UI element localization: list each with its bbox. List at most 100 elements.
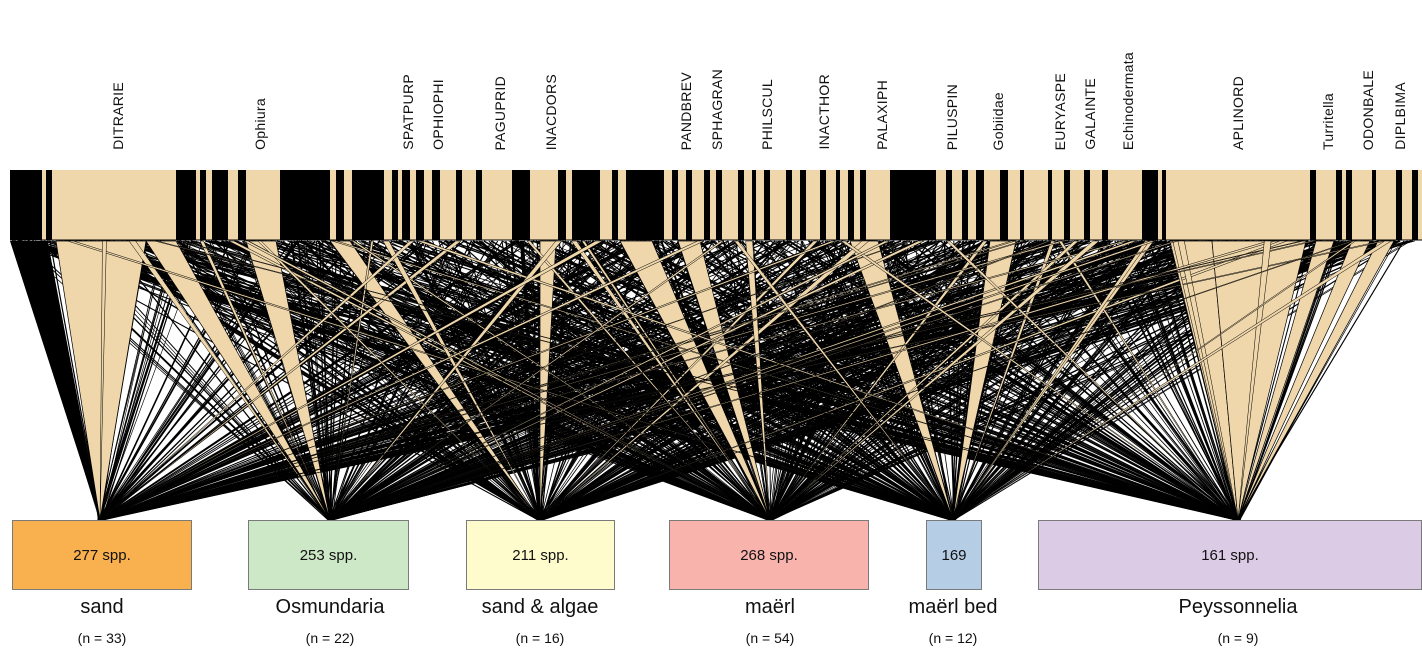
interaction-link — [619, 240, 1239, 521]
interaction-sliver — [769, 240, 1100, 521]
interaction-sliver — [99, 240, 1304, 521]
species-label-ophiura: Ophiura — [252, 98, 268, 150]
interaction-sliver — [199, 240, 331, 521]
interaction-sliver — [99, 240, 705, 521]
interaction-link — [986, 240, 1237, 521]
interaction-sliver — [539, 240, 819, 521]
interaction-link — [99, 240, 716, 521]
species-bar-segment — [476, 170, 482, 240]
habitat-n-sand: (n = 33) — [77, 630, 127, 646]
interaction-link — [520, 240, 540, 521]
interaction-sliver — [329, 240, 1051, 521]
interaction-link — [528, 240, 542, 521]
interaction-link — [723, 240, 770, 521]
interaction-sliver — [329, 240, 1138, 521]
species-label-euryaspe: EURYASPE — [1052, 72, 1068, 150]
interaction-sliver — [99, 240, 107, 521]
interaction-link — [818, 240, 953, 521]
habitat-name-sand: sand — [80, 596, 124, 618]
interaction-link — [328, 240, 854, 521]
interaction-sliver — [99, 240, 1129, 521]
interaction-sliver — [769, 240, 988, 521]
interaction-sliver — [329, 240, 563, 521]
species-label-paguprid: PAGUPRID — [492, 75, 508, 151]
species-bar-segment — [392, 170, 398, 240]
interaction-sliver — [99, 240, 415, 521]
interaction-link — [45, 240, 101, 521]
interaction-link — [952, 240, 990, 521]
species-bar-segment — [820, 170, 826, 240]
interaction-link — [101, 240, 1329, 521]
species-bar-segment — [786, 170, 792, 240]
interaction-link — [251, 240, 1240, 521]
species-label-aplinord: APLINORD — [1230, 76, 1246, 150]
interaction-sliver — [1058, 240, 1239, 521]
interaction-link — [331, 240, 1109, 521]
species-bar-segment — [848, 170, 854, 240]
interaction-link — [330, 240, 499, 521]
species-bar-segment — [280, 170, 330, 240]
interaction-sliver — [99, 240, 1316, 521]
interaction-link — [100, 240, 840, 521]
interaction-sliver — [350, 240, 771, 521]
species-bar-segment — [976, 170, 984, 240]
interaction-link — [47, 240, 1241, 521]
interaction-link — [1007, 240, 1238, 521]
species-bar-segment — [352, 170, 384, 240]
habitat-name-osmundaria: Osmundaria — [275, 596, 385, 618]
interaction-link — [370, 240, 953, 521]
species-label-palaxiph: PALAXIPH — [874, 80, 890, 150]
species-bar-segment — [946, 170, 952, 240]
interaction-sliver — [945, 240, 1239, 521]
interaction-sliver — [329, 240, 1156, 521]
interaction-link — [916, 240, 1240, 521]
species-bar-segment — [558, 170, 566, 240]
interaction-link — [398, 240, 1238, 521]
species-bar-segment — [336, 170, 344, 240]
interaction-sliver — [952, 240, 1392, 521]
interaction-link — [782, 240, 1238, 521]
interaction-link — [98, 240, 800, 521]
species-label-galainte: GALAINTE — [1082, 78, 1098, 150]
species-bar-segment — [1336, 170, 1342, 240]
interaction-link — [539, 240, 832, 521]
species-bar-segment — [1064, 170, 1070, 240]
interaction-link — [1161, 240, 1239, 521]
species-bar-segment — [46, 170, 52, 240]
species-bar-segment — [1084, 170, 1090, 240]
species-bar-segment — [612, 170, 618, 240]
interaction-link — [541, 240, 893, 521]
species-label-echinodermata: Echinodermata — [1120, 51, 1136, 150]
habitat-n-maerl: (n = 54) — [745, 630, 795, 646]
habitat-box-sand: 277 spp. — [12, 520, 192, 590]
interaction-link — [1237, 240, 1397, 521]
interaction-link — [1114, 240, 1238, 521]
interaction-sliver — [526, 240, 771, 521]
interaction-link — [101, 240, 895, 521]
species-bar-segment — [1372, 170, 1376, 240]
interaction-link — [768, 240, 1208, 521]
species-label-spatpurp: SPATPURP — [400, 74, 416, 150]
species-label-inacthor: INACTHOR — [816, 74, 832, 150]
species-label-gobiidae: Gobiidae — [990, 91, 1006, 150]
species-label-sphagran: SPHAGRAN — [709, 69, 725, 150]
species-bar-segment — [764, 170, 770, 240]
species-bar-segment — [1048, 170, 1052, 240]
species-bar-segment — [1020, 170, 1024, 240]
interaction-link — [100, 240, 558, 521]
interaction-wedge — [1211, 240, 1307, 521]
interaction-wedge — [1237, 240, 1335, 521]
interaction-link — [677, 240, 769, 521]
interaction-sliver — [128, 240, 331, 521]
interaction-link — [283, 240, 540, 521]
species-bar-segment — [716, 170, 722, 240]
interaction-link — [750, 240, 1239, 521]
interaction-link — [952, 240, 1108, 521]
interaction-sliver — [745, 240, 771, 521]
species-label-inacdors: INACDORS — [543, 73, 559, 150]
interaction-sliver — [382, 240, 541, 521]
interaction-sliver — [539, 240, 1287, 521]
interaction-link — [410, 240, 543, 521]
habitat-box-maerl: 268 spp. — [669, 520, 869, 590]
